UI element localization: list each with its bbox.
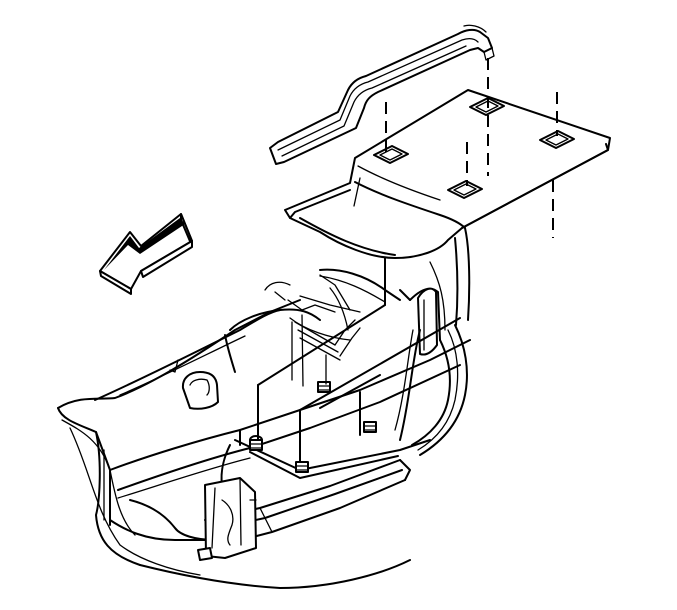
mounting-stud-rear-right (363, 421, 377, 433)
alignment-guide-lines (385, 58, 558, 238)
vehicle-floor-body (57, 227, 471, 589)
seat-rail-channel (269, 24, 495, 165)
mounting-stud-front-left (249, 435, 263, 451)
seat-mounting-plate (284, 89, 611, 259)
front-direction-arrow-icon (99, 213, 193, 295)
mounting-stud-front-right (295, 461, 309, 473)
bolt-hole-front-right (539, 130, 575, 149)
mounting-stud-rear-left (317, 381, 331, 393)
bolt-hole-front-left (447, 180, 483, 199)
